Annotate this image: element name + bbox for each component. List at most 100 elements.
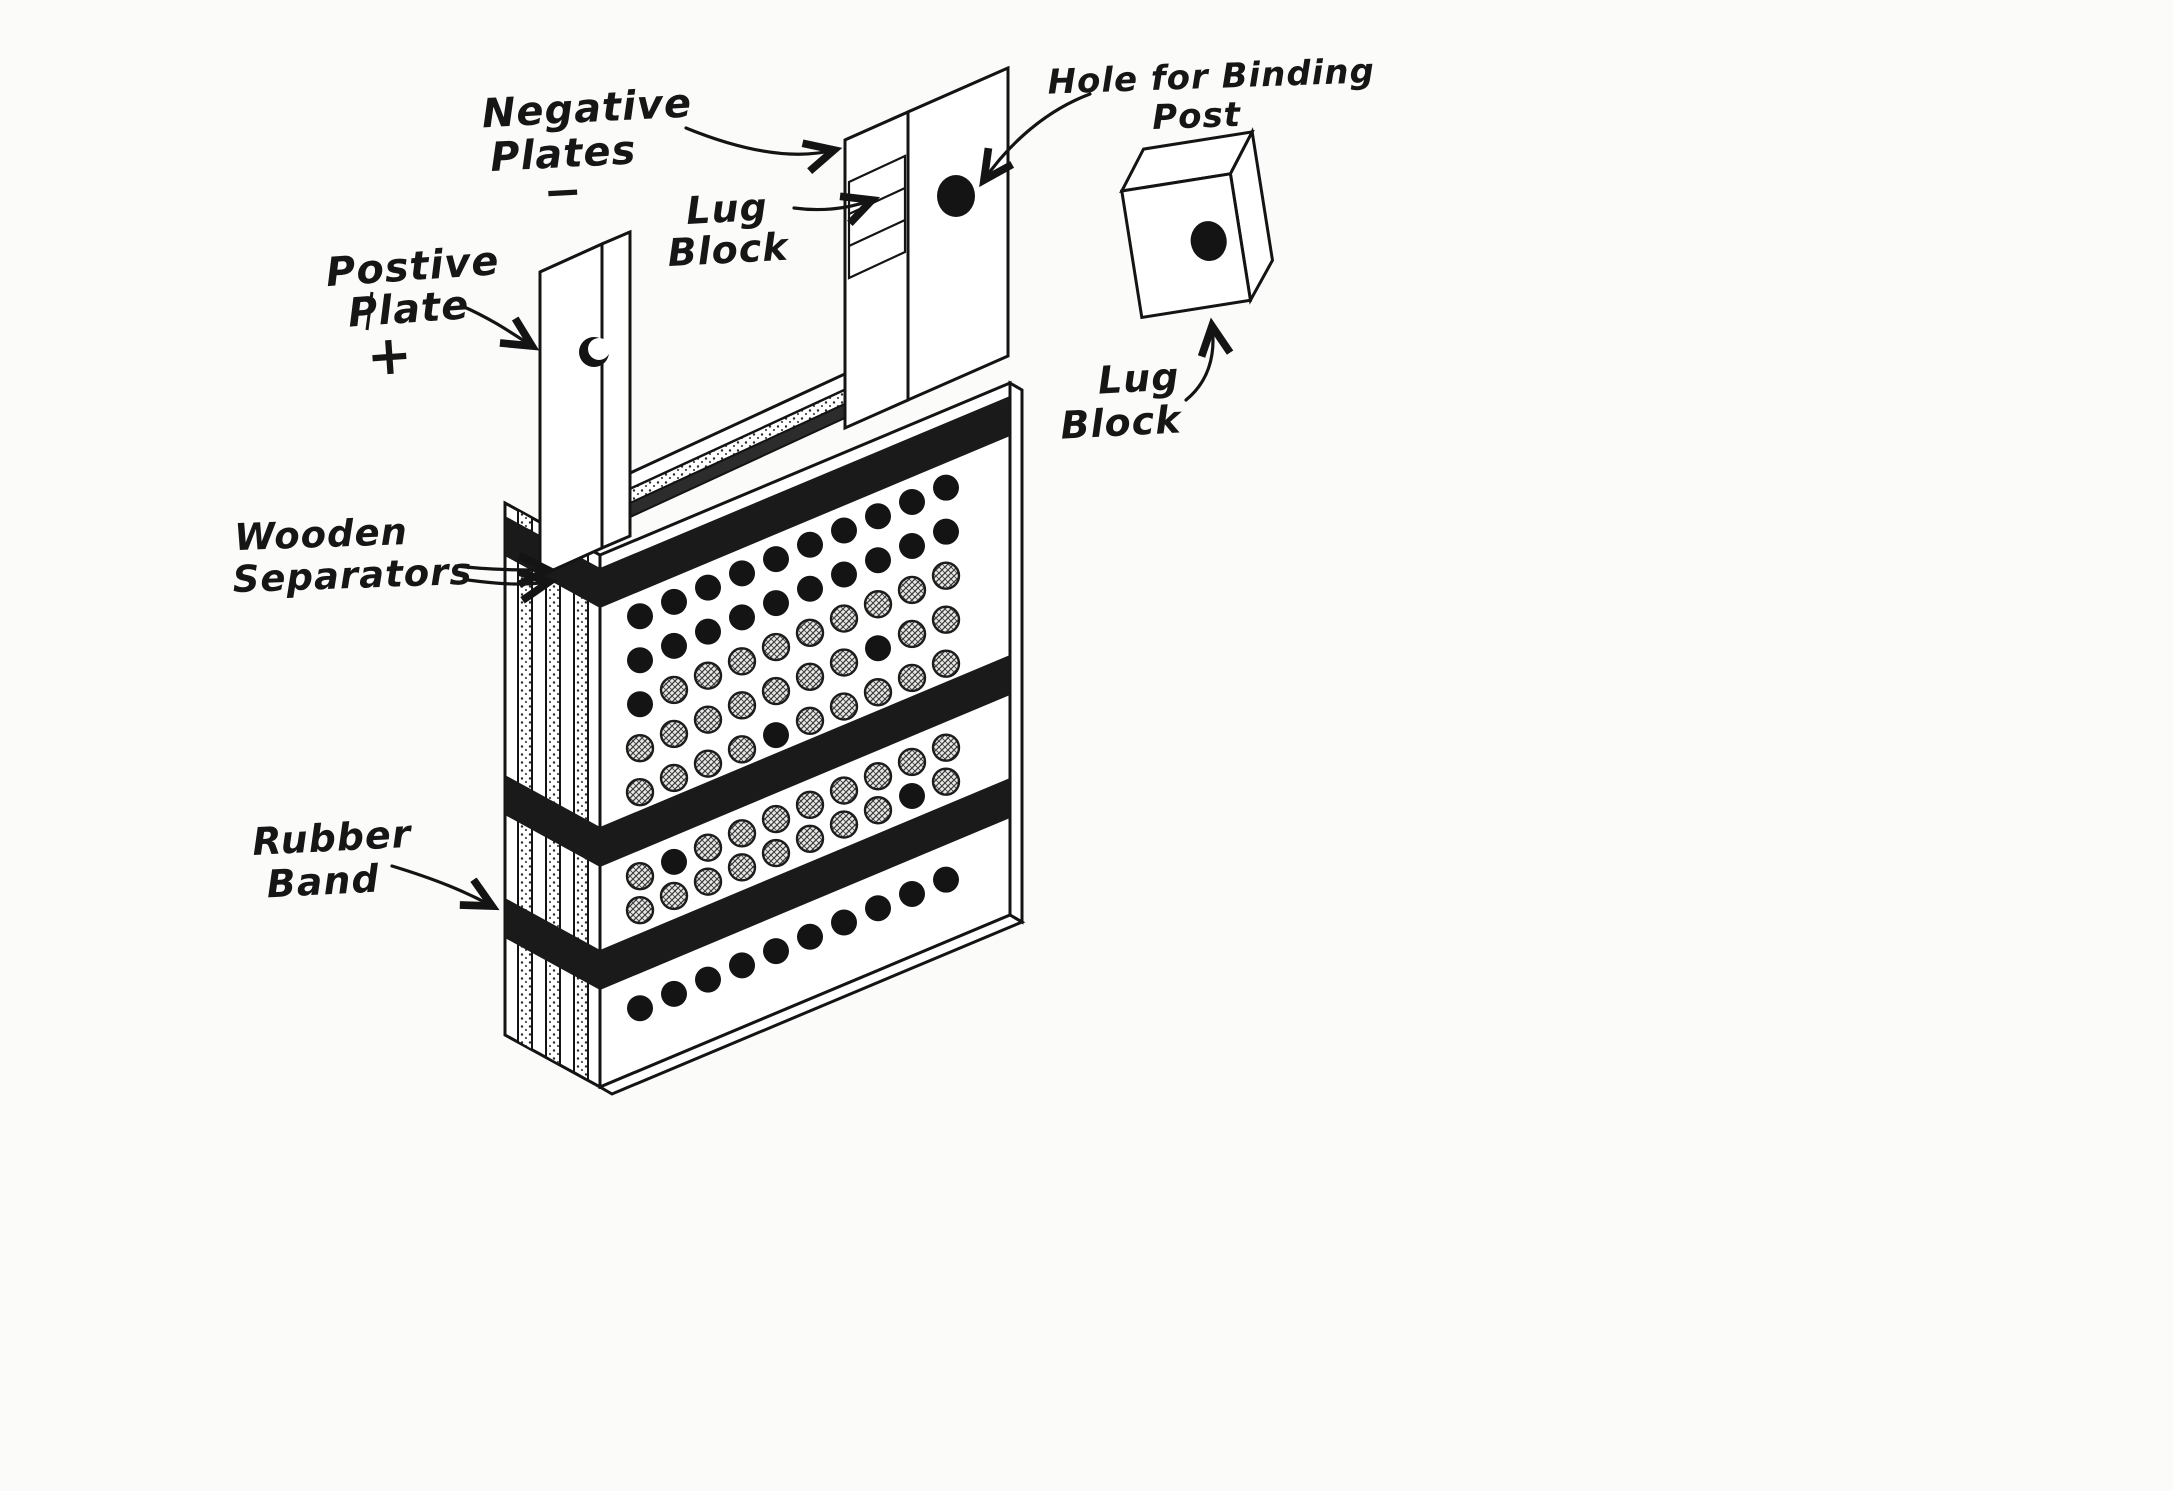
detached-block-front-face bbox=[1120, 172, 1253, 320]
rubber-bands bbox=[505, 396, 1010, 990]
perforation-dot bbox=[865, 635, 891, 662]
annotation-arrows bbox=[365, 92, 1213, 906]
perforation-dot bbox=[661, 980, 687, 1007]
perforation-dot bbox=[693, 833, 723, 862]
perforation-dot bbox=[931, 767, 961, 796]
perforation-dot bbox=[899, 488, 925, 515]
perforation-dot bbox=[659, 881, 689, 911]
perforation-dot bbox=[729, 952, 755, 979]
positive-lug-hole-highlight bbox=[588, 338, 610, 360]
perforation-dot bbox=[627, 603, 653, 630]
arrow-rubber-band bbox=[390, 864, 492, 906]
perforation-dot bbox=[693, 661, 723, 690]
arrow-negative-plates bbox=[684, 126, 834, 154]
label-lug-block-top-line2: Block bbox=[667, 225, 792, 275]
perforation-dot bbox=[829, 604, 859, 633]
perforation-dot bbox=[729, 560, 755, 587]
perforation-dot bbox=[931, 561, 961, 590]
perforation-dot bbox=[795, 824, 825, 853]
perforation-dot bbox=[761, 838, 791, 868]
perforation-dot bbox=[659, 675, 689, 705]
perforation-dot bbox=[625, 778, 655, 807]
perforation-dot bbox=[933, 866, 959, 893]
label-positive-plate-line2: Plate bbox=[347, 282, 471, 336]
perforation-dot bbox=[727, 819, 757, 848]
perforation-dot bbox=[865, 503, 891, 530]
perforation-dot bbox=[727, 691, 757, 720]
perforation-dot bbox=[729, 604, 755, 631]
positive-lug-front-face bbox=[538, 241, 604, 579]
perforation-dot bbox=[727, 853, 757, 882]
perforation-dot bbox=[763, 938, 789, 965]
perforation-dot bbox=[897, 575, 927, 605]
arrow-positive-plate bbox=[460, 304, 532, 346]
perforation-dot bbox=[763, 590, 789, 617]
perforation-dot bbox=[829, 810, 859, 839]
pen-mark bbox=[365, 291, 374, 331]
positive-plate-lug bbox=[538, 229, 632, 579]
perforation-dot bbox=[625, 734, 655, 763]
perforation-dot bbox=[831, 909, 857, 936]
perforation-dot bbox=[661, 848, 687, 875]
perforation-dot bbox=[933, 474, 959, 501]
perforation-dot bbox=[625, 896, 655, 925]
perforation-dot bbox=[899, 532, 925, 559]
perforation-dot bbox=[795, 618, 825, 647]
rubber-band-middle bbox=[505, 655, 1010, 867]
positive-lug-side-face bbox=[600, 229, 632, 551]
rubber-band-top bbox=[505, 396, 1010, 608]
perforation-dot bbox=[627, 995, 653, 1022]
label-lug-block-top-line1: Lug bbox=[685, 185, 769, 233]
perforation-dot bbox=[863, 678, 893, 707]
wooden-separator-strip bbox=[517, 508, 533, 1052]
perforation-dot bbox=[659, 719, 689, 749]
perforation-dot bbox=[829, 648, 859, 677]
perforation-dot bbox=[627, 647, 653, 674]
label-negative-plates-line2: Plates bbox=[489, 127, 637, 181]
perforation-dot bbox=[831, 517, 857, 544]
arrow-detached-lug-block bbox=[1184, 326, 1213, 402]
perforation-dot bbox=[659, 763, 689, 793]
perforation-dot bbox=[933, 518, 959, 545]
perforation-dot bbox=[795, 662, 825, 691]
perforation-dot bbox=[661, 588, 687, 615]
label-negative-plates-line1: Negative bbox=[481, 80, 693, 137]
perforation-dot bbox=[625, 862, 655, 891]
perforation-dot bbox=[865, 547, 891, 574]
label-rubber-band-line1: Rubber bbox=[251, 812, 413, 864]
perforation-dot bbox=[761, 632, 791, 662]
perforation-dot bbox=[831, 561, 857, 588]
perforation-dot bbox=[693, 867, 723, 896]
binding-post-hole bbox=[937, 175, 975, 217]
perforation-dot bbox=[863, 796, 893, 825]
label-wooden-separators-line2: Separators bbox=[232, 550, 473, 601]
arrow-binding-post-hole bbox=[984, 92, 1092, 180]
labels: Negative Plates − Lug Block Hole for Bin… bbox=[232, 51, 1376, 906]
detached-lug-block bbox=[1119, 127, 1275, 320]
arrow-lug-block bbox=[792, 200, 872, 210]
perforation-dot bbox=[899, 880, 925, 907]
perforation-dot bbox=[931, 649, 961, 678]
perforation-dot bbox=[727, 735, 757, 764]
perforation-dot bbox=[863, 762, 893, 791]
perforation-dot bbox=[931, 605, 961, 634]
perforation-dot bbox=[899, 782, 925, 809]
perforation-dot bbox=[795, 706, 825, 735]
label-negative-symbol: − bbox=[542, 163, 584, 219]
plate-right-edge bbox=[1008, 380, 1024, 925]
perforation-dot bbox=[761, 676, 791, 706]
perforation-dot bbox=[795, 790, 825, 819]
label-wooden-separators-line1: Wooden bbox=[234, 510, 409, 559]
label-rubber-band-line2: Band bbox=[266, 856, 381, 906]
perforation-dot bbox=[661, 632, 687, 659]
perforation-dot bbox=[797, 923, 823, 950]
perforation-dot bbox=[797, 575, 823, 602]
lug-block-right-face bbox=[906, 65, 1010, 403]
perforation-grid bbox=[625, 474, 961, 1022]
label-binding-post-line2: Post bbox=[1152, 95, 1243, 138]
perforation-dot bbox=[829, 776, 859, 805]
perforation-dot bbox=[761, 804, 791, 834]
perforation-dot bbox=[763, 546, 789, 573]
